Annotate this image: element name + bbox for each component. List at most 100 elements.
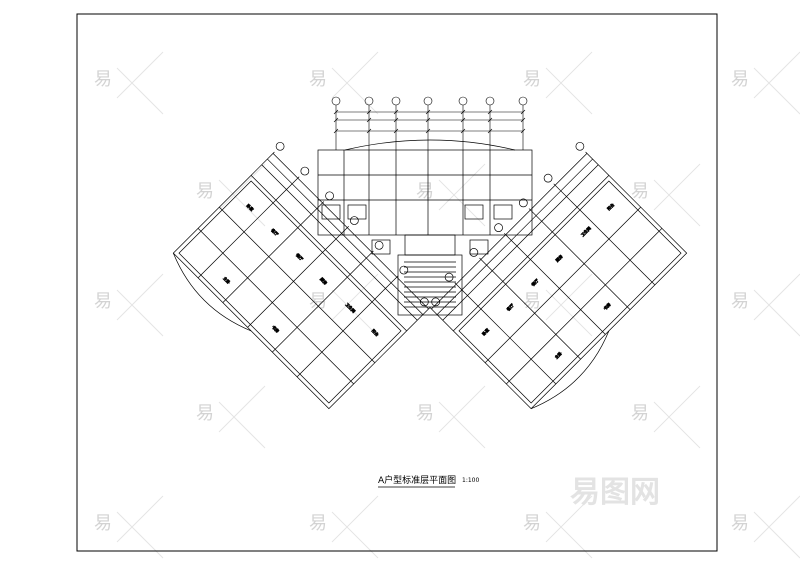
watermark-diagonal xyxy=(438,385,486,449)
dimension-tick xyxy=(460,128,466,134)
watermark-line xyxy=(438,163,486,211)
axis-bubble xyxy=(275,141,285,151)
watermark-line xyxy=(331,273,379,321)
dimension-line xyxy=(431,153,588,310)
watermark-line xyxy=(753,273,800,321)
extension-line xyxy=(553,183,578,208)
fixture xyxy=(493,204,513,220)
watermark-diagonal xyxy=(116,273,164,337)
watermark-diagonal xyxy=(116,495,164,559)
dimension-tick xyxy=(520,117,526,123)
dimension-line xyxy=(442,164,599,321)
room-label: 主卧 xyxy=(553,350,563,360)
watermark-glyph: 易 xyxy=(731,69,749,90)
watermark-line xyxy=(753,67,800,115)
axis-bubble xyxy=(399,265,409,275)
dimension-tick xyxy=(425,117,431,123)
top-axis-grid xyxy=(331,96,528,150)
room-label: 餐厅 xyxy=(295,252,305,262)
fixture xyxy=(347,204,367,220)
partition-wall xyxy=(219,206,376,363)
watermark-line xyxy=(116,51,164,99)
balcony-curve xyxy=(344,139,516,151)
partition-wall xyxy=(272,274,351,353)
room-label: 阳台 xyxy=(605,201,615,211)
axis-bubble xyxy=(575,141,585,151)
fixture xyxy=(464,204,484,220)
watermark-line xyxy=(545,495,593,543)
axis-bubble xyxy=(431,297,441,307)
extension-line xyxy=(406,307,431,332)
axis-bubble xyxy=(543,173,553,183)
watermark-line xyxy=(331,67,379,115)
room-label: 卧室 xyxy=(480,327,490,337)
watermark-line xyxy=(218,163,266,211)
extension-line xyxy=(454,282,479,307)
watermark-diagonal xyxy=(545,273,593,337)
watermark-line xyxy=(116,495,164,543)
floor-plan: 卧室客厅餐厅厨房卫生间阳台主卧书房卧室客厅餐厅厨房卫生间阳台主卧书房 xyxy=(172,139,688,410)
partition-wall xyxy=(222,224,301,303)
extension-line xyxy=(528,208,553,233)
bay-window-curve xyxy=(530,330,610,409)
watermark-line xyxy=(331,51,379,99)
watermark-line xyxy=(753,289,800,337)
room-label: 餐厅 xyxy=(530,277,540,287)
watermark-glyph: 易 xyxy=(94,513,112,534)
dimension-tick xyxy=(393,117,399,123)
watermark-line xyxy=(116,289,164,337)
watermark-line xyxy=(331,495,379,543)
watermark-glyph: 易 xyxy=(416,181,434,202)
partition-wall xyxy=(576,206,656,286)
inner-wall xyxy=(178,180,402,404)
watermark-line xyxy=(545,289,593,337)
axis-bubble xyxy=(300,166,310,176)
extension-line xyxy=(479,257,504,282)
watermark-line xyxy=(331,511,379,559)
watermark-diagonal xyxy=(331,273,379,337)
axis-bubble xyxy=(423,96,433,106)
watermark-glyph: 易 xyxy=(196,181,214,202)
watermark-glyph: 易 xyxy=(309,291,327,312)
room-label: 厨房 xyxy=(554,253,564,263)
partition-wall xyxy=(197,228,354,385)
watermark-diagonal xyxy=(653,163,701,227)
dimension-tick xyxy=(366,109,372,115)
watermark-line xyxy=(438,385,486,433)
room-label: 阳台 xyxy=(371,327,381,337)
watermark-glyph: 易 xyxy=(94,291,112,312)
watermark-diagonal xyxy=(331,51,379,115)
extension-line xyxy=(429,307,454,332)
watermark-glyph: 易 xyxy=(94,69,112,90)
drawing-frame xyxy=(76,13,718,552)
dimension-tick xyxy=(393,109,399,115)
axis-bubble xyxy=(325,191,334,201)
watermark-glyph: 易 xyxy=(196,403,214,424)
drawing-title: A户型标准层平面图 xyxy=(378,474,456,486)
watermark-glyph: 易 xyxy=(309,69,327,90)
watermark-line xyxy=(116,67,164,115)
watermark-diagonal xyxy=(653,385,701,449)
watermark-line xyxy=(653,385,701,433)
central-core xyxy=(317,139,533,316)
fixture xyxy=(469,239,489,255)
watermark-line xyxy=(545,511,593,559)
dimension-tick xyxy=(333,117,339,123)
dimension-tick xyxy=(333,109,339,115)
axis-bubble xyxy=(349,216,359,225)
axis-bubble xyxy=(331,96,341,106)
extension-line xyxy=(374,275,399,300)
room-label: 书房 xyxy=(602,301,612,311)
axis-bubble xyxy=(458,96,468,106)
watermark-line xyxy=(545,273,593,321)
dimension-line xyxy=(261,164,418,321)
watermark-line xyxy=(218,401,266,449)
dimension-line xyxy=(436,158,593,315)
partition-wall xyxy=(484,206,641,363)
watermark-diagonal xyxy=(218,385,266,449)
watermark-line xyxy=(545,67,593,115)
axis-bubble xyxy=(419,297,429,307)
watermark-glyph: 易 xyxy=(631,181,649,202)
axis-bubble xyxy=(374,240,384,250)
watermark-line xyxy=(653,163,701,211)
